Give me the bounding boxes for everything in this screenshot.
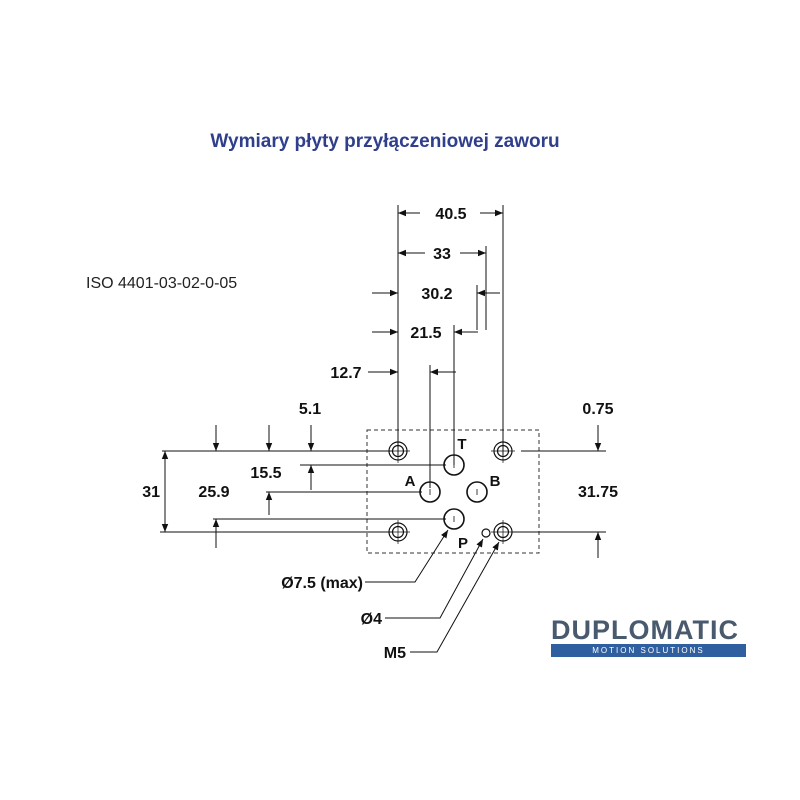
port-p (443, 508, 465, 530)
brand-tagline: MOTION SOLUTIONS (551, 644, 746, 657)
standard-label: ISO 4401-03-02-0-05 (86, 275, 238, 292)
callout-port-diameter: Ø7.5 (max) (281, 575, 363, 592)
port-label-p: P (458, 535, 468, 552)
port-b (466, 481, 488, 503)
locating-pin-hole (481, 528, 491, 538)
threaded-hole (386, 520, 410, 544)
dimension-30-2: 30.2 (421, 286, 452, 303)
dimension-40-5: 40.5 (435, 206, 466, 223)
threaded-hole (386, 439, 410, 463)
ports (419, 454, 488, 530)
port-a (419, 481, 441, 503)
horizontal-extension-lines (160, 450, 606, 533)
horizontal-dimension-lines (368, 209, 503, 376)
threaded-hole (491, 520, 515, 544)
threaded-holes (386, 439, 515, 544)
dimension-5-1: 5.1 (299, 401, 321, 418)
port-label-t: T (457, 436, 466, 453)
dimension-33: 33 (433, 246, 451, 263)
dimension-0-75: 0.75 (582, 401, 613, 418)
brand-logo: DUPLOMATIC MOTION SOLUTIONS (551, 615, 746, 659)
brand-name: DUPLOMATIC (551, 615, 739, 645)
dimension-31: 31 (142, 484, 160, 501)
port-label-b: B (490, 473, 501, 490)
threaded-hole (491, 439, 515, 463)
leader-lines (365, 529, 500, 653)
dimension-25-9: 25.9 (198, 484, 229, 501)
callout-pin-diameter: Ø4 (361, 611, 382, 628)
dimension-21-5: 21.5 (410, 325, 441, 342)
vertical-extension-lines (397, 205, 504, 488)
port-t (443, 454, 465, 476)
dimension-31-75: 31.75 (578, 484, 618, 501)
port-label-a: A (405, 473, 416, 490)
page-title: Wymiary płyty przyłączeniowej zaworu (210, 131, 560, 152)
dimension-15-5: 15.5 (250, 465, 281, 482)
dimension-12-7: 12.7 (330, 365, 361, 382)
callout-thread: M5 (384, 645, 406, 662)
vertical-dimension-lines (161, 425, 602, 558)
